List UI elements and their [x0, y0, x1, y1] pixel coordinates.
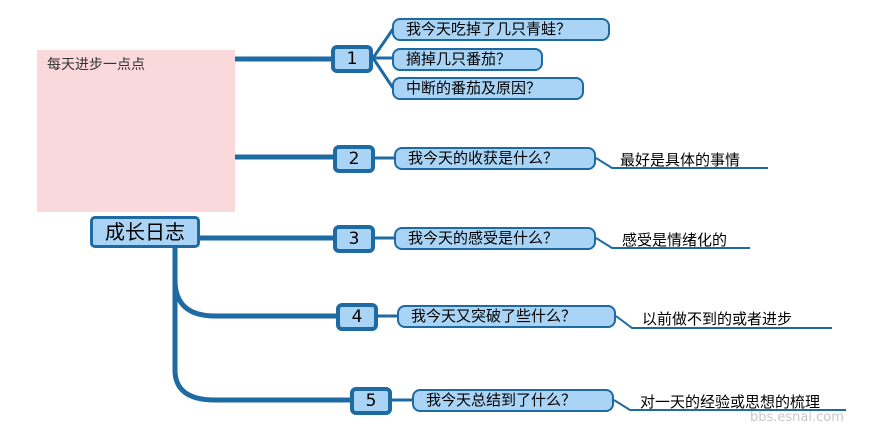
note-text[interactable]: 以前做不到的或者进步 [642, 310, 793, 328]
illustration-image: 每天进步一点点 [37, 50, 235, 212]
leaf-node[interactable]: 我今天又突破了些什么？ [397, 305, 616, 328]
branch-5-node[interactable]: 5 [350, 387, 392, 415]
branch-4-node[interactable]: 4 [336, 303, 378, 331]
leaf-node[interactable]: 摘掉几只番茄？ [392, 48, 543, 71]
branch-3-node[interactable]: 3 [333, 225, 375, 253]
branch-1-node[interactable]: 1 [331, 45, 373, 73]
note-text[interactable]: 最好是具体的事情 [620, 151, 741, 169]
leaf-node[interactable]: 我今天的感受是什么？ [394, 227, 596, 250]
note-text[interactable]: 感受是情绪化的 [622, 231, 728, 249]
note-text[interactable]: 对一天的经验或思想的梳理 [640, 393, 821, 411]
leaf-node[interactable]: 我今天吃掉了几只青蛙？ [392, 18, 610, 41]
leaf-node[interactable]: 我今天的收获是什么？ [394, 147, 596, 170]
leaf-node[interactable]: 我今天总结到了什么？ [412, 389, 614, 412]
leaf-node[interactable]: 中断的番茄及原因？ [392, 77, 584, 100]
root-node[interactable]: 成长日志 [90, 216, 200, 248]
branch-2-node[interactable]: 2 [333, 145, 375, 173]
watermark: bbs.esnai.com [750, 410, 844, 425]
image-caption: 每天进步一点点 [47, 57, 145, 73]
